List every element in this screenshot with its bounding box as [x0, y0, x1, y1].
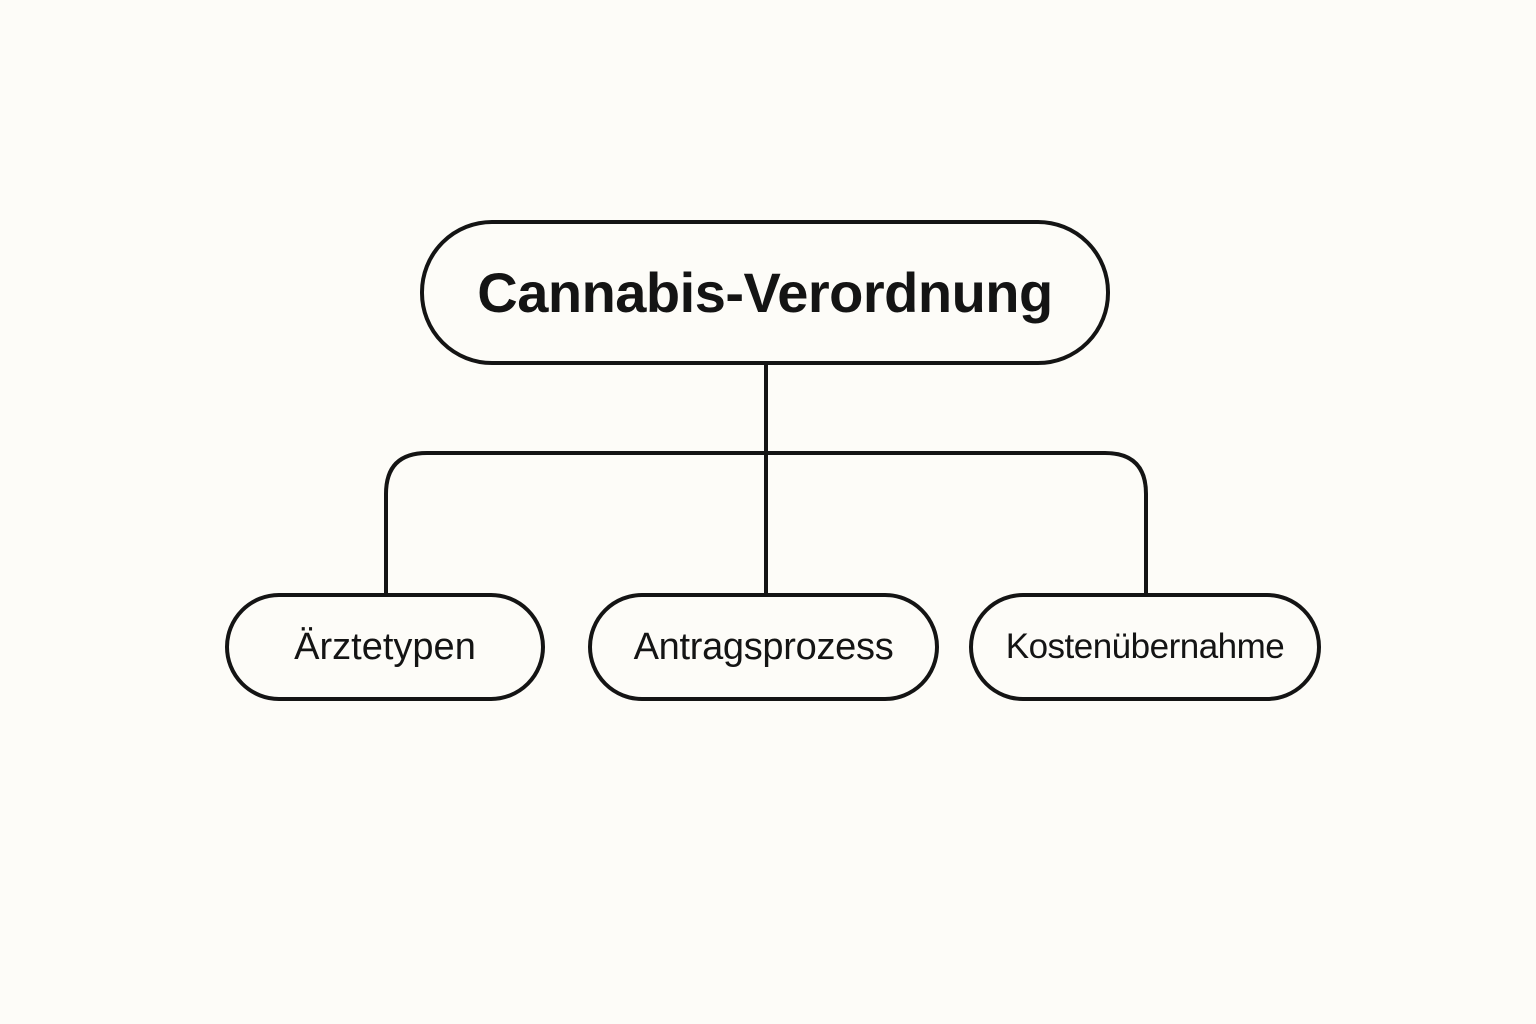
root-node-label: Cannabis-Verordnung — [477, 261, 1053, 324]
connector-branch — [384, 451, 1148, 594]
child-node-label: Ärztetypen — [294, 625, 476, 668]
child-node-antragsprozess: Antragsprozess — [588, 593, 939, 701]
root-node: Cannabis-Verordnung — [420, 220, 1110, 365]
child-node-label: Antragsprozess — [633, 625, 894, 668]
child-node-aerztetypen: Ärztetypen — [225, 593, 545, 701]
child-node-kostenuebernahme: Kostenübernahme — [969, 593, 1321, 701]
child-node-label: Kostenübernahme — [1005, 627, 1285, 666]
